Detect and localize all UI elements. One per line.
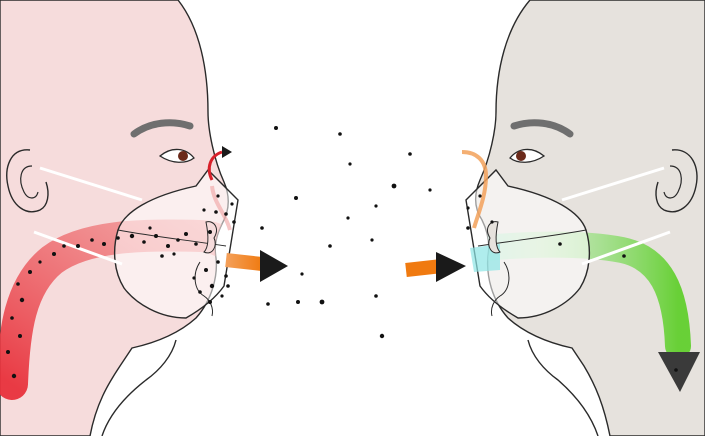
filtered-particle <box>674 368 678 372</box>
exhaled-particle <box>28 270 32 274</box>
right-chin-line <box>491 261 510 317</box>
left-outflow-arrow <box>225 253 263 271</box>
airborne-particle <box>428 188 432 192</box>
exhaled-particle <box>148 226 152 230</box>
exhaled-particle <box>202 208 206 212</box>
right-neck-line <box>527 339 599 436</box>
left-chin-line <box>194 261 213 317</box>
left-person <box>0 0 288 436</box>
right-nose-inhale-arrow <box>461 150 489 229</box>
exhaled-particle <box>224 212 228 216</box>
exhaled-particle <box>216 194 220 198</box>
exhaled-particle <box>62 244 66 248</box>
left-nose-trail <box>210 185 232 231</box>
exhaled-particle <box>166 244 170 248</box>
exhaled-particle <box>129 233 135 239</box>
airborne-particle <box>338 132 342 136</box>
filtered-particle <box>622 254 626 258</box>
left-eyebrow <box>130 119 194 138</box>
airborne-particle <box>374 294 378 298</box>
airborne-particles <box>260 126 432 339</box>
left-nose-exhale-arrow <box>207 150 223 181</box>
airborne-particle <box>260 226 264 230</box>
right-inhale-arrowhead <box>658 352 700 392</box>
exhaled-particle <box>232 220 236 224</box>
right-eyebrow <box>510 119 574 138</box>
exhaled-particle <box>209 283 215 289</box>
exhaled-particle <box>224 274 228 278</box>
right-mask <box>465 168 591 319</box>
filtered-particle <box>478 194 482 198</box>
left-neck-line <box>101 339 177 436</box>
exhaled-particle <box>154 234 158 238</box>
exhaled-particle <box>102 242 106 246</box>
exhaled-particle <box>142 240 146 244</box>
airborne-particle <box>346 216 350 220</box>
airborne-particle <box>300 272 304 276</box>
exhaled-particle <box>208 230 212 234</box>
left-exhaled-particles <box>6 194 236 379</box>
airborne-particle <box>328 244 332 248</box>
exhaled-particle <box>116 236 120 240</box>
right-eye-iris <box>516 151 526 161</box>
left-ear-inner <box>20 165 39 199</box>
left-lips <box>203 221 217 254</box>
airborne-particle <box>296 300 300 304</box>
exhaled-particle <box>160 254 164 258</box>
exhaled-particle <box>198 290 202 294</box>
airborne-particle <box>266 302 270 306</box>
airborne-particle <box>370 238 374 242</box>
filtered-particle <box>466 206 470 210</box>
exhaled-particle <box>184 232 188 236</box>
exhaled-particle <box>192 276 196 280</box>
exhaled-particle <box>172 252 176 256</box>
left-eye-iris <box>178 151 188 161</box>
exhaled-particle <box>230 202 234 206</box>
left-nose-arrowhead <box>222 146 232 158</box>
exhaled-particle <box>90 238 94 242</box>
exhaled-particle <box>214 210 218 214</box>
airborne-particle <box>274 126 278 130</box>
left-mask-strap-top <box>39 166 143 202</box>
airborne-particle <box>391 183 397 189</box>
airborne-particle <box>374 204 378 208</box>
right-person <box>405 0 705 436</box>
right-mask-strap-top <box>561 166 665 202</box>
exhaled-particle <box>194 242 198 246</box>
right-mask-strap-bottom <box>581 230 671 266</box>
exhaled-particle <box>216 260 220 264</box>
airborne-particle <box>408 152 412 156</box>
exhaled-particle <box>18 334 22 338</box>
exhaled-particle <box>11 373 17 379</box>
right-lips <box>487 221 501 254</box>
right-incoming-arrowhead <box>436 252 466 282</box>
airborne-particle <box>379 333 385 339</box>
exhaled-particle <box>19 297 25 303</box>
exhaled-particle <box>204 268 208 272</box>
right-filtered-particles <box>466 194 678 372</box>
left-outflow-arrowhead <box>260 250 288 282</box>
exhaled-particle <box>226 284 230 288</box>
exhaled-particle <box>10 316 14 320</box>
exhaled-particle <box>16 282 20 286</box>
exhaled-particle <box>52 252 56 256</box>
left-mask <box>113 168 239 319</box>
filtered-particle <box>466 226 470 230</box>
airborne-particle <box>294 196 298 200</box>
exhaled-particle <box>208 300 212 304</box>
exhaled-particle <box>176 238 180 242</box>
right-ear-inner <box>663 165 682 199</box>
exhaled-particle <box>76 244 80 248</box>
filtered-particle <box>490 220 494 224</box>
airborne-particle <box>348 162 352 166</box>
filtered-particle <box>558 242 562 246</box>
exhaled-particle <box>38 260 42 264</box>
exhaled-particle <box>6 350 10 354</box>
airborne-particle <box>319 299 325 305</box>
left-ear <box>6 149 49 213</box>
exhaled-particle <box>220 294 224 298</box>
